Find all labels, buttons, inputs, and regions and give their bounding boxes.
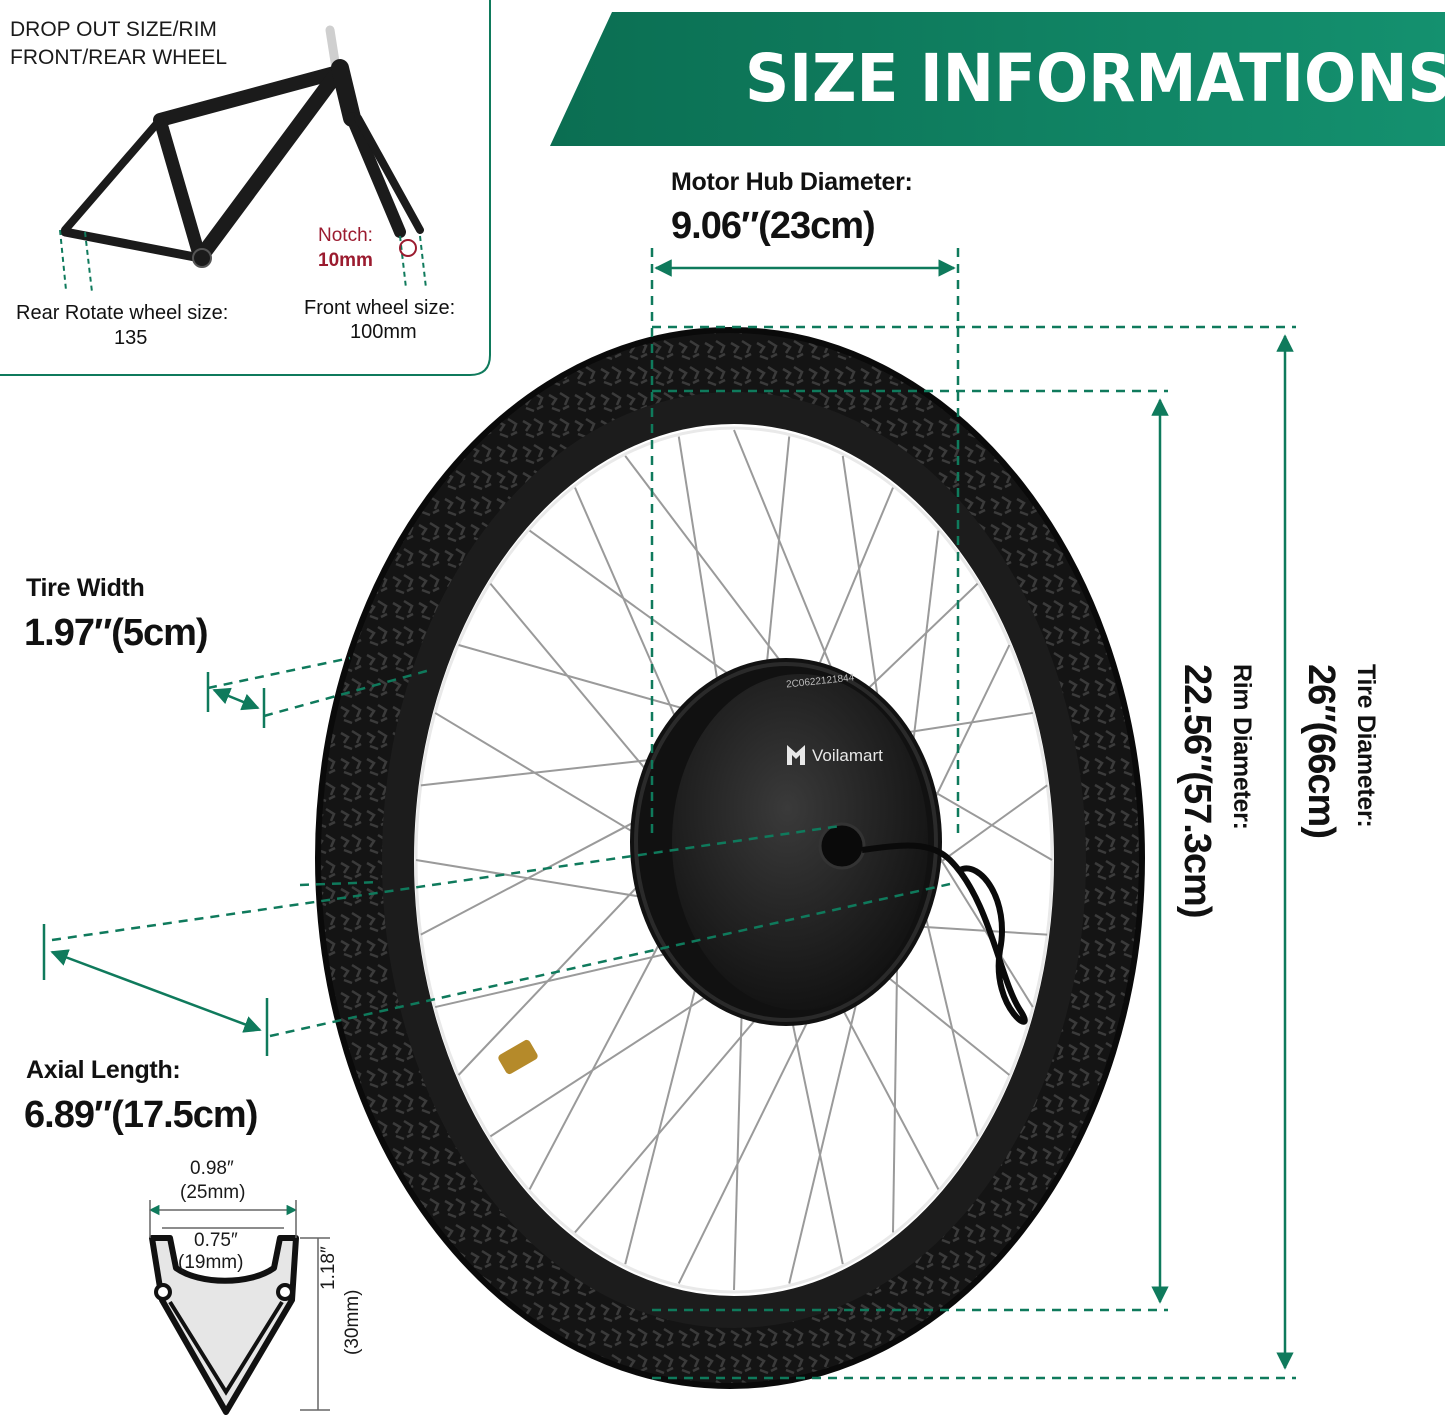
front-wheel-label: Front wheel size: <box>304 297 456 319</box>
frame-dashed-guides <box>59 229 427 293</box>
spoke <box>528 925 670 1190</box>
rim-inner-width: 0.75″ <box>194 1230 238 1251</box>
spoke <box>733 999 743 1291</box>
spoke <box>897 711 1033 735</box>
spoke <box>529 529 743 685</box>
axial-length-value: 6.89″(17.5cm) <box>24 1094 258 1136</box>
spoke <box>926 644 1011 814</box>
spoke <box>836 999 940 1190</box>
tire-diameter-label: Tire Diameter: <box>1352 664 1380 828</box>
tire-width-label: Tire Width <box>26 574 145 602</box>
bike-frame-illustration <box>60 25 424 268</box>
spoke <box>764 436 791 677</box>
spoke <box>458 644 701 715</box>
spoke <box>677 436 721 697</box>
rim-profile-illustration <box>148 1200 330 1415</box>
spoke <box>489 582 660 786</box>
wheel-illustration <box>315 327 1145 1389</box>
frame-box-title-line1: DROP OUT SIZE/RIM <box>10 18 217 41</box>
spoke <box>624 970 701 1265</box>
spoke <box>434 712 651 844</box>
spoke <box>920 899 979 1137</box>
motor-brand-text: Voilamart <box>812 746 883 765</box>
rim-outer-width: 0.98″ <box>190 1158 234 1179</box>
spoke <box>574 487 684 735</box>
spoke <box>788 1009 844 1265</box>
spoke <box>879 970 1011 1076</box>
spoke <box>921 783 1053 861</box>
motor-hub-value: 9.06″(23cm) <box>671 205 876 247</box>
spoke <box>733 429 839 685</box>
spoke <box>841 455 882 714</box>
tire-diameter-value: 26″(66cm) <box>1300 664 1342 838</box>
spoke <box>910 530 940 759</box>
frame-box-title-line2: FRONT/REAR WHEEL <box>10 46 228 69</box>
spoke <box>788 987 862 1284</box>
rim-outer-width-mm: (25mm) <box>180 1182 246 1203</box>
tire-width-value: 1.97″(5cm) <box>24 612 209 654</box>
spoke <box>574 1006 767 1234</box>
frame-box-border <box>0 0 491 376</box>
spoke <box>420 811 653 936</box>
spoke <box>489 986 721 1138</box>
rear-wheel-label: Rear Rotate wheel size: <box>16 302 229 324</box>
notch-label: Notch: <box>318 225 373 246</box>
rear-wheel-value: 135 <box>114 327 148 349</box>
motor-hub-label: Motor Hub Diameter: <box>671 168 913 196</box>
spoke <box>911 925 1048 936</box>
title-banner <box>550 12 1445 146</box>
spoke <box>677 1006 816 1284</box>
rim-height-mm: (30mm) <box>342 1289 363 1355</box>
front-wheel-value: 100mm <box>350 321 417 343</box>
notch-marker <box>399 239 417 257</box>
spoke <box>892 949 899 1233</box>
spoke <box>929 841 1034 1008</box>
spoke <box>813 487 894 677</box>
notch-value: 10mm <box>318 250 373 271</box>
banner-title: SIZE INFORMATIONS <box>745 40 1445 117</box>
spoke <box>415 859 659 901</box>
spoke <box>434 949 684 1009</box>
spoke <box>420 756 669 787</box>
measurement-lines <box>42 248 1296 1380</box>
rim-diameter-label: Rim Diameter: <box>1228 664 1256 830</box>
rim-inner-width-mm: (19mm) <box>178 1252 244 1273</box>
voilamart-logo-icon <box>786 744 806 766</box>
rim-height: 1.18″ <box>318 1246 339 1290</box>
axial-length-label: Axial Length: <box>26 1056 181 1084</box>
rim-diameter-value: 22.56″(57.3cm) <box>1176 664 1218 918</box>
